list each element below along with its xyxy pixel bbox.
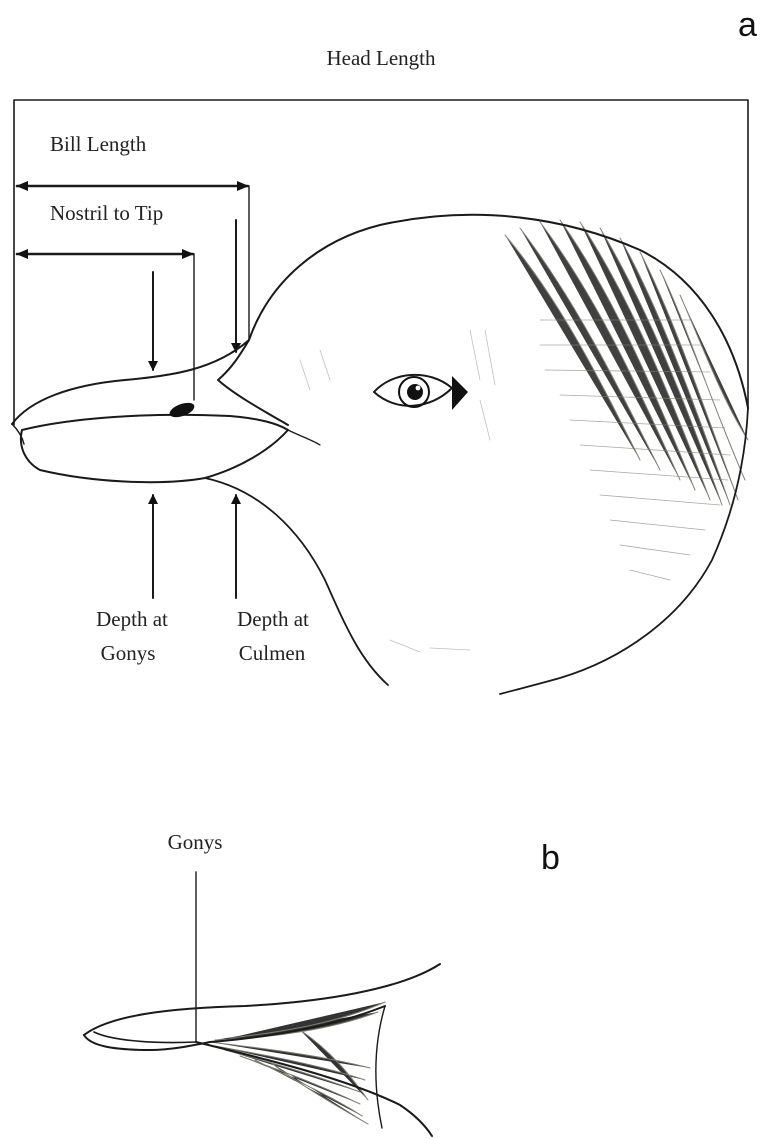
depth-gonys-label-1: Depth at — [96, 607, 168, 631]
bill-length-label: Bill Length — [50, 132, 147, 156]
panel-a-letter: a — [738, 6, 757, 44]
panel-a: a Head Length Bill Length Nostril to Tip… — [12, 6, 757, 694]
panel-b-letter: b — [541, 839, 560, 877]
panel-b: Gonys b — [84, 830, 560, 1136]
depth-culmen-label-1: Depth at — [237, 607, 309, 631]
nostril — [168, 400, 197, 420]
gonys-label: Gonys — [168, 830, 223, 854]
lower-bill — [21, 415, 288, 482]
nostril-to-tip-label: Nostril to Tip — [50, 201, 163, 225]
gape-line — [288, 430, 320, 445]
depth-culmen-label-2: Culmen — [239, 641, 306, 665]
jaw-inner — [376, 1006, 385, 1128]
head-shading — [300, 220, 748, 652]
upper-bill — [12, 340, 288, 425]
bill-upper-edge — [84, 964, 440, 1035]
eye — [374, 375, 468, 410]
bill-profile-drawing — [84, 964, 440, 1136]
head-length-label: Head Length — [326, 46, 436, 70]
depth-gonys-label-2: Gonys — [101, 641, 156, 665]
jaw-shading — [210, 1002, 385, 1124]
bill-tip-inner — [94, 1032, 196, 1043]
